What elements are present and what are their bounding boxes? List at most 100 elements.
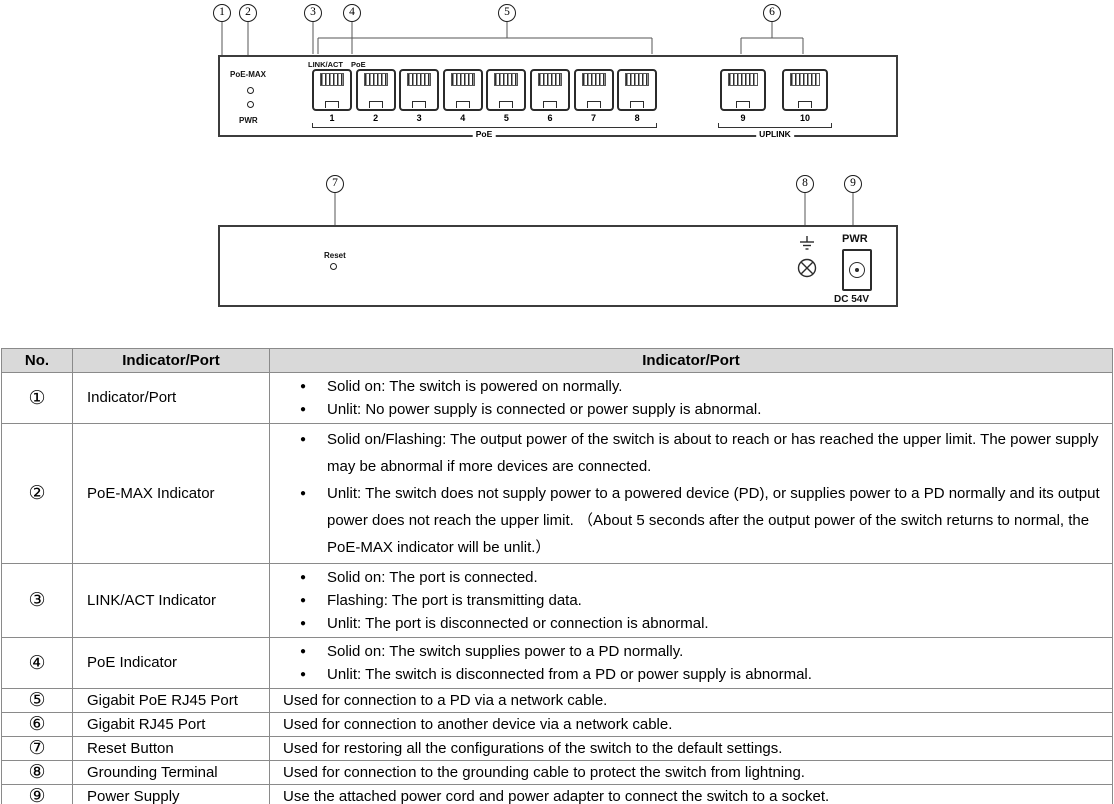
- rj45-tab-icon: [798, 101, 812, 108]
- uplink-ports: 9 10: [720, 69, 828, 123]
- port-number-label: 9: [740, 113, 746, 123]
- bullet-text: Unlit: The port is disconnected or conne…: [327, 615, 709, 632]
- bullet-text: Flashing: The port is transmitting data.: [327, 592, 582, 609]
- dc-54v-label: DC 54V: [834, 294, 870, 305]
- rj45-jack-icon: [782, 69, 828, 111]
- rj45-tab-icon: [586, 101, 601, 108]
- port-number-label: 10: [799, 113, 810, 123]
- poe-max-led-icon: [247, 87, 254, 94]
- rj45-pins-icon: [363, 73, 388, 86]
- rj45-tab-icon: [736, 101, 750, 108]
- description-bullet-line: ●Unlit: The switch is disconnected from …: [270, 663, 1102, 686]
- callout-1: 1: [213, 4, 231, 22]
- row-number: ②: [1, 423, 73, 564]
- bullet-text: Solid on/Flashing: The output power of t…: [327, 431, 1099, 475]
- row-indicator-name: LINK/ACT Indicator: [72, 563, 270, 638]
- row-description: Use the attached power cord and power ad…: [269, 784, 1113, 804]
- row-number: ①: [1, 372, 73, 424]
- row-indicator-name: Grounding Terminal: [72, 760, 270, 785]
- row-indicator-name: Gigabit RJ45 Port: [72, 712, 270, 737]
- callout-4: 4: [343, 4, 361, 22]
- rj45-jack-icon: [399, 69, 440, 111]
- port-number-label: 4: [460, 113, 466, 123]
- rj45-tab-icon: [455, 101, 470, 108]
- callout-7: 7: [326, 175, 344, 193]
- row-description: ●Solid on: The switch is powered on norm…: [269, 372, 1113, 424]
- poe-max-label: PoE-MAX: [230, 70, 266, 79]
- header-indicator-port: Indicator/Port: [72, 348, 270, 373]
- rj45-jack-icon: [720, 69, 766, 111]
- back-pwr-label: PWR: [842, 233, 868, 245]
- rj45-tab-icon: [412, 101, 427, 108]
- bullet-icon: ●: [300, 572, 307, 583]
- bullet-icon: ●: [300, 595, 307, 606]
- rj45-tab-icon: [542, 101, 557, 108]
- row-number: ⑦: [1, 736, 73, 761]
- poe-led-column-label: PoE: [351, 60, 366, 69]
- row-description: ●Solid on: The switch supplies power to …: [269, 637, 1113, 689]
- callout-3: 3: [304, 4, 322, 22]
- header-description: Indicator/Port: [269, 348, 1113, 373]
- row-number: ⑧: [1, 760, 73, 785]
- poe-ports: 1 2 3 4 5 6 7 8: [312, 69, 658, 123]
- row-indicator-name: PoE-MAX Indicator: [72, 423, 270, 564]
- bullet-icon: ●: [300, 404, 307, 415]
- row-description: ● Solid on/Flashing: The output power of …: [269, 423, 1113, 564]
- dc-jack-pin: [855, 268, 859, 272]
- row-description: Used for connection to the grounding cab…: [269, 760, 1113, 785]
- row-description: Used for connection to another device vi…: [269, 712, 1113, 737]
- row-number: ⑥: [1, 712, 73, 737]
- bullet-text: Solid on: The port is connected.: [327, 569, 538, 586]
- bullet-text: Unlit: No power supply is connected or p…: [327, 401, 762, 418]
- row-indicator-name: Indicator/Port: [72, 372, 270, 424]
- rj45-jack-icon: [486, 69, 527, 111]
- rj45-tab-icon: [368, 101, 383, 108]
- port-number-label: 5: [503, 113, 509, 123]
- rj45-pins-icon: [407, 73, 432, 86]
- bullet-text: Unlit: The switch does not supply power …: [327, 485, 1100, 556]
- bullet-text: Unlit: The switch is disconnected from a…: [327, 666, 812, 683]
- port-number-label: 8: [634, 113, 640, 123]
- reset-label: Reset: [324, 251, 346, 260]
- row-indicator-name: Gigabit PoE RJ45 Port: [72, 688, 270, 713]
- description-bullet-line: ● Solid on: The port is connected.: [270, 566, 1102, 589]
- rj45-jack-icon: [573, 69, 614, 111]
- dc-jack-ring: [849, 262, 865, 278]
- description-bullet-line: ● Solid on/Flashing: The output power of …: [270, 426, 1102, 480]
- bullet-icon: ●: [300, 618, 307, 629]
- rj45-port-8: 8: [617, 69, 658, 123]
- grounding-terminal-icon: [797, 236, 817, 278]
- port-number-label: 7: [591, 113, 597, 123]
- row-indicator-name: Reset Button: [72, 736, 270, 761]
- port-number-label: 2: [373, 113, 379, 123]
- row-number: ⑤: [1, 688, 73, 713]
- rj45-port-5: 5: [486, 69, 527, 123]
- description-bullet-line: ● Unlit: No power supply is connected or …: [270, 398, 1102, 421]
- rj45-jack-icon: [312, 69, 352, 111]
- bullet-icon: ●: [300, 434, 307, 445]
- port-number-label: 1: [329, 113, 335, 123]
- reset-button-icon: [330, 263, 337, 270]
- rj45-port-3: 3: [399, 69, 440, 123]
- description-bullet-line: ●Unlit: The switch does not supply power…: [270, 480, 1102, 561]
- rj45-tab-icon: [325, 101, 339, 108]
- rj45-port-2: 2: [355, 69, 396, 123]
- row-description: Used for restoring all the configuration…: [269, 736, 1113, 761]
- row-number: ⑨: [1, 784, 73, 804]
- rj45-pins-icon: [581, 73, 606, 86]
- rj45-jack-icon: [442, 69, 483, 111]
- back-panel-diagram: Reset PWR DC 54V: [218, 225, 898, 307]
- rj45-pins-icon: [320, 73, 344, 86]
- uplink-group-label: UPLINK: [756, 129, 794, 139]
- port-number-label: 6: [547, 113, 553, 123]
- rj45-jack-icon: [617, 69, 658, 111]
- rj45-pins-icon: [625, 73, 650, 86]
